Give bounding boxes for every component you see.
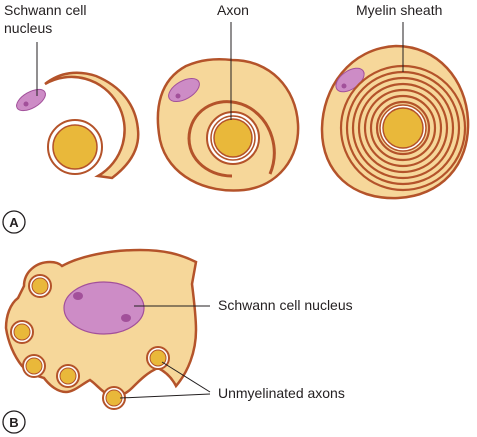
unmyelinated-axon-3 — [22, 354, 46, 378]
unmyelinated-axon-1 — [28, 274, 52, 298]
unmyelinated-axon-4 — [56, 364, 80, 388]
cell-1-body — [44, 71, 140, 180]
panel-label-b: B — [2, 410, 26, 434]
panel-b-schwann-cell — [4, 248, 198, 410]
svg-text:A: A — [9, 215, 19, 230]
cell-2-wrap-spiral — [187, 100, 276, 178]
panel-b-nucleus — [63, 281, 145, 335]
panel-a-cell-3 — [320, 44, 470, 200]
label-axon: Axon — [217, 2, 249, 18]
unmyelinated-axon-5 — [102, 386, 126, 410]
unmyelinated-axon-6 — [146, 346, 170, 370]
cell-2-axon — [213, 118, 253, 158]
unmyelinated-axons — [10, 274, 170, 410]
panel-label-a: A — [2, 210, 26, 234]
myelin-sheath-layers — [339, 64, 467, 192]
panel-b-nucleolus-2 — [121, 314, 131, 322]
svg-text:B: B — [9, 415, 18, 430]
panel-b-nucleolus-1 — [73, 292, 83, 300]
leader-unmyelinated-2 — [119, 393, 211, 399]
cell-3-nucleolus — [341, 83, 347, 89]
leader-unmyelinated-1 — [161, 361, 211, 393]
cell-1-nucleolus — [23, 101, 29, 107]
label-myelin-sheath: Myelin sheath — [356, 2, 442, 18]
unmyelinated-axon-2 — [10, 320, 34, 344]
cell-1-axon — [52, 124, 98, 170]
label-schwann-nucleus-b: Schwann cell nucleus — [218, 297, 353, 313]
label-schwann-nucleus-line1: Schwann cell — [4, 2, 87, 18]
panel-a-cell-2 — [156, 58, 300, 192]
cell-2-axon-ring — [210, 115, 256, 161]
label-unmyelinated-axons: Unmyelinated axons — [218, 385, 345, 401]
panel-a-cell-1 — [16, 71, 140, 180]
cell-3-axon — [382, 107, 424, 149]
cell-2-nucleolus — [175, 93, 181, 99]
label-schwann-nucleus-line2: nucleus — [4, 20, 52, 36]
cell-1-nucleus — [16, 88, 46, 112]
